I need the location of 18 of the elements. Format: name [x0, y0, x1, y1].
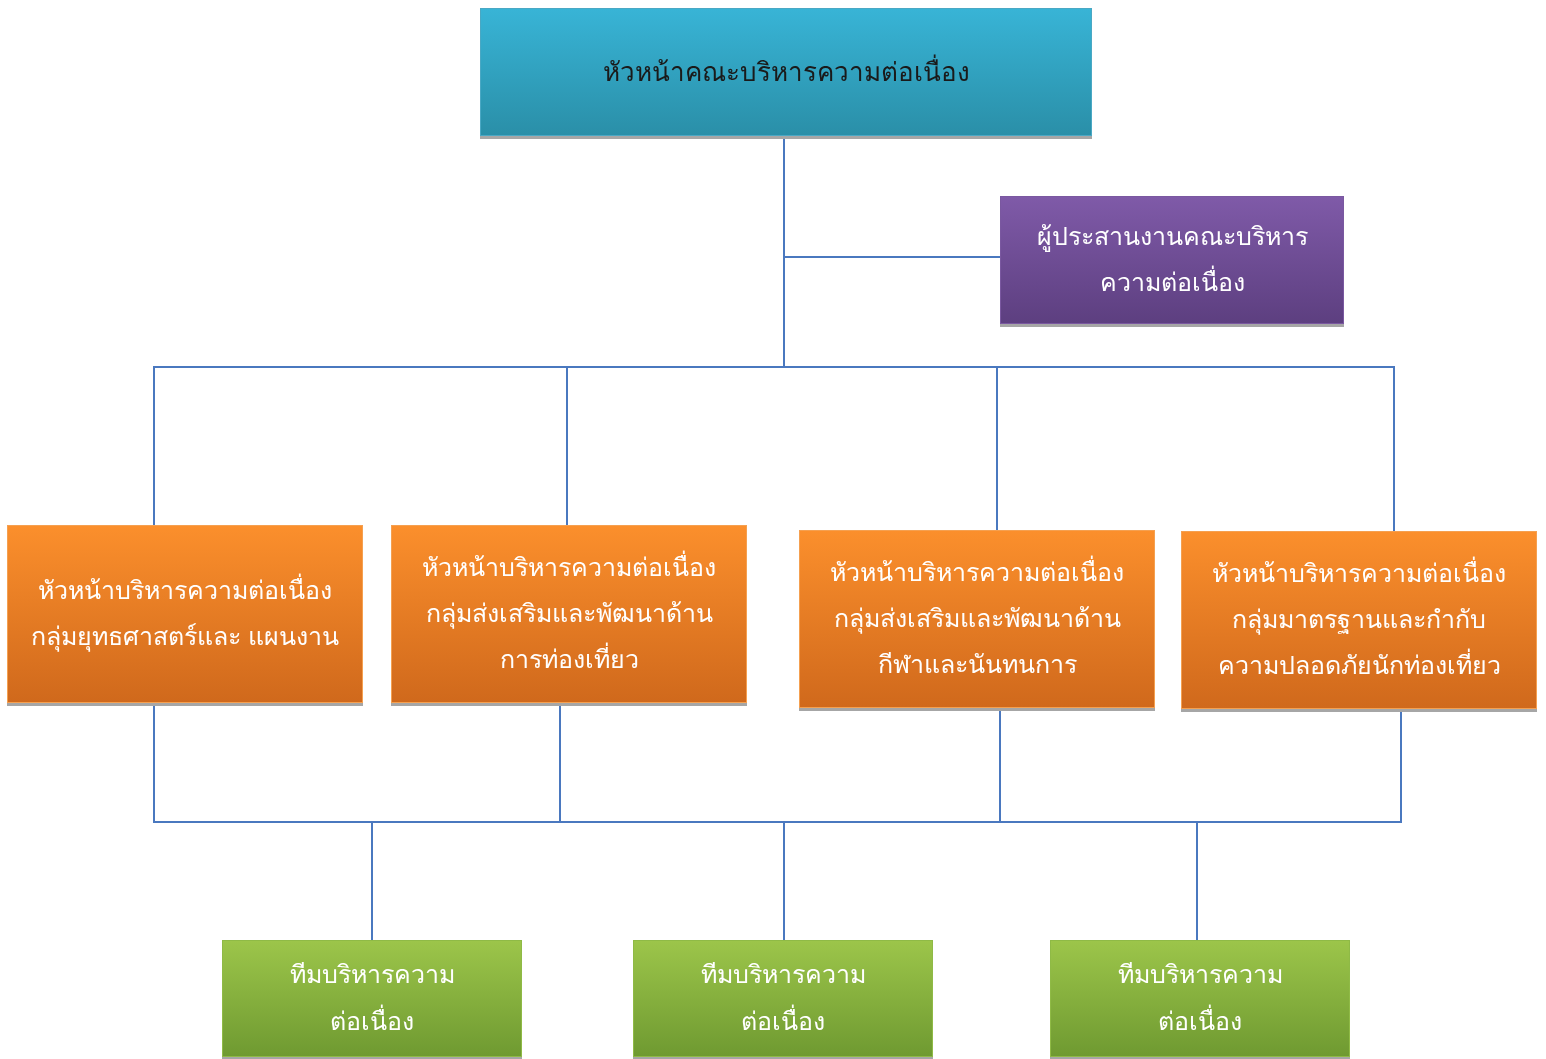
- role-title: ทีมบริหารความ ต่อเนื่อง: [1116, 959, 1284, 1038]
- org-box: [222, 940, 522, 1057]
- org-box: [7, 525, 363, 703]
- role-title: ทีมบริหารความ ต่อเนื่อง: [699, 959, 867, 1038]
- org-box: [1050, 940, 1350, 1057]
- role-title: หัวหน้าบริหารความต่อเนื่อง กลุ่มส่งเสริมและพัฒนาด้าน การท่องเที่ยว: [421, 549, 717, 677]
- role-title: ผู้ประสานงานคณะบริหาร ความต่อเนื่อง: [1035, 220, 1309, 299]
- role-title: หัวหน้าบริหารความต่อเนื่อง กลุ่มส่งเสริมและพัฒนาด้าน กีฬาและนันทนการ: [829, 554, 1125, 682]
- role-title: ทีมบริหารความ ต่อเนื่อง: [288, 959, 456, 1038]
- role-title: หัวหน้าคณะบริหารความต่อเนื่อง: [602, 53, 970, 89]
- org-box: [391, 525, 747, 703]
- org-box: [480, 8, 1092, 136]
- role-title: หัวหน้าบริหารความต่อเนื่อง กลุ่มยุทธศาสตร์และ แผนงาน: [29, 572, 341, 654]
- role-title: หัวหน้าบริหารความต่อเนื่อง กลุ่มมาตรฐานและกำกับ ความปลอดภัยนักท่องเที่ยว: [1211, 555, 1507, 683]
- org-box: [633, 940, 933, 1057]
- org-box: [799, 530, 1155, 708]
- org-box: [1000, 196, 1344, 324]
- org-box: [1181, 531, 1537, 709]
